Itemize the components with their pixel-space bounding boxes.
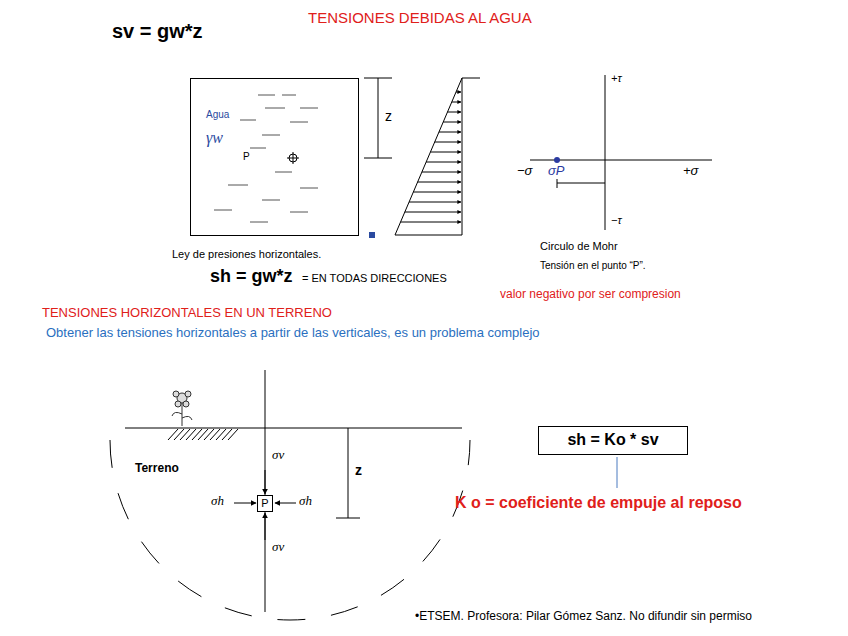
element-box: P <box>257 495 273 512</box>
water-tank: Agua γwP <box>190 78 359 236</box>
leader-line <box>617 457 618 488</box>
caption-text: Circulo de Mohr <box>540 240 618 253</box>
flower-icon <box>172 391 192 426</box>
dimension-label: z <box>385 108 392 124</box>
stress-label: σv <box>272 448 284 463</box>
ground-hatch <box>204 429 214 440</box>
ground-hatch <box>228 429 238 440</box>
small-square <box>369 232 375 238</box>
depth-dimension <box>364 78 392 158</box>
axis-label: −σ <box>517 164 532 179</box>
caption-text: Ley de presiones horizontales. <box>172 248 321 261</box>
pressure-arrow <box>456 92 461 93</box>
pressure-arrow <box>443 122 461 123</box>
pressure-arrow <box>401 222 461 223</box>
ground-hatch <box>192 429 202 440</box>
stress-label: σh <box>299 494 312 509</box>
region-label: Terreno <box>135 462 179 476</box>
axis-label: +τ <box>611 72 622 85</box>
pressure-arrow <box>452 102 461 103</box>
stress-label: σv <box>272 540 284 555</box>
stress-point <box>554 157 560 163</box>
node-text: P <box>261 497 268 510</box>
dimension-label: z <box>355 462 362 478</box>
water-lines <box>214 95 318 222</box>
title: TENSIONES DEBIDAS AL AGUA <box>308 9 532 26</box>
soil-figure <box>110 370 470 620</box>
pressure-arrow <box>426 162 461 163</box>
ground-hatch <box>180 429 190 440</box>
axis-label: σP <box>548 164 565 179</box>
definition: K o = coeficiente de empuje al reposo <box>455 494 742 512</box>
formula: sv = gw*z <box>112 20 203 43</box>
pressure-arrow <box>409 202 461 203</box>
note: = EN TODAS DIRECCIONES <box>302 272 447 285</box>
pressure-arrow <box>435 142 461 143</box>
pressure-diagram <box>395 78 480 235</box>
point-marker <box>287 152 299 164</box>
node-text: γw <box>206 129 223 147</box>
ground-hatch <box>210 429 220 440</box>
pressure-arrow <box>405 212 461 213</box>
stress-label: σh <box>211 494 224 509</box>
pressure-arrow <box>418 182 461 183</box>
ground-hatch <box>222 429 232 440</box>
axis-label: −τ <box>611 214 622 227</box>
pressure-arrow <box>422 172 461 173</box>
axis-label: +σ <box>683 164 698 179</box>
note: valor negativo por ser compresion <box>500 288 681 302</box>
node-text: Agua <box>206 109 229 121</box>
pressure-arrow <box>413 192 461 193</box>
ground-hatch <box>186 429 196 440</box>
section-heading: TENSIONES HORIZONTALES EN UN TERRENO <box>42 306 332 321</box>
node-text: P <box>243 151 250 163</box>
ground-hatch <box>168 429 178 440</box>
mohr-axes <box>530 75 712 230</box>
ground-hatch <box>174 429 184 440</box>
caption-text: Tensión en el punto “P”. <box>540 260 646 272</box>
pressure-arrow <box>430 152 461 153</box>
pressure-arrow <box>439 132 461 133</box>
pressure-arrow <box>447 112 461 113</box>
watermark: •ETSEM. Profesora: Pilar Gómez Sanz. No … <box>415 610 752 624</box>
formula-box: sh = Ko * sv <box>538 426 688 455</box>
ground-hatch <box>198 429 208 440</box>
ground-hatch <box>216 429 226 440</box>
note: Obtener las tensiones horizontales a par… <box>46 326 540 341</box>
formula: sh = gw*z <box>210 266 293 287</box>
node-text: sh = Ko * sv <box>567 431 658 449</box>
